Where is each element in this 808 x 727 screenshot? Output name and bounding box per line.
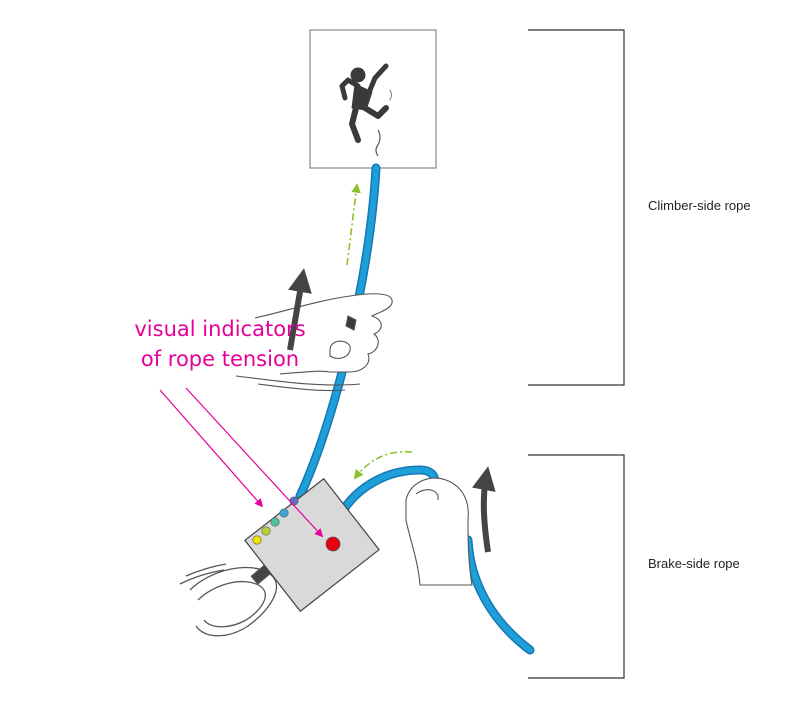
indicator-dot <box>252 535 262 545</box>
carabiner-icon <box>179 561 277 637</box>
brake-side-label: Brake-side rope <box>648 556 740 571</box>
annotation-arrow <box>185 387 324 538</box>
climber-side-label: Climber-side rope <box>648 198 751 213</box>
pull-up-arrow <box>287 268 312 351</box>
rope-knot-icon <box>375 129 381 157</box>
brake-pull-arrow <box>472 466 496 553</box>
rope-motion-arrow-brake <box>353 450 413 480</box>
climber-figure-icon <box>339 63 392 143</box>
indicator-dot <box>279 508 289 518</box>
tension-annotation: visual indicators of rope tension <box>110 314 330 374</box>
indicator-dot <box>289 496 299 506</box>
indicator-dot <box>261 526 271 536</box>
hand-icon <box>235 293 393 392</box>
annotation-arrow <box>159 389 264 508</box>
climber-side-bracket <box>528 29 625 386</box>
annotation-line-2: of rope tension <box>140 347 300 371</box>
rope-motion-arrow-up <box>346 183 361 266</box>
brake-side-bracket <box>528 454 625 679</box>
annotation-line-1: visual indicators <box>134 317 306 341</box>
indicator-dot-large <box>325 536 341 552</box>
hand-icon <box>405 477 473 586</box>
climber-panel <box>309 29 437 169</box>
indicator-dot <box>270 517 280 527</box>
